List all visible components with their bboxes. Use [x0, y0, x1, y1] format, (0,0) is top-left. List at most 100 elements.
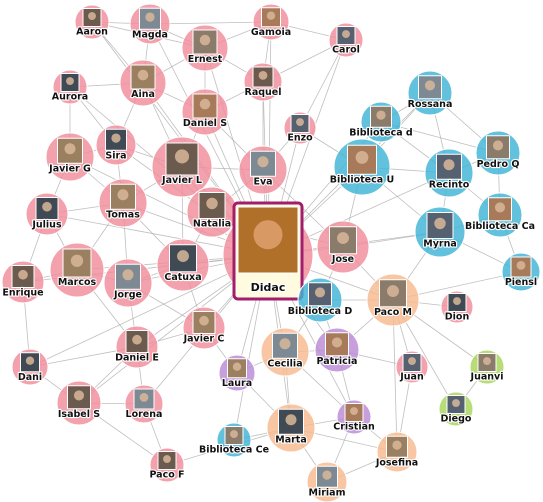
node-diego[interactable]: Diego — [438, 391, 474, 427]
node-label: Cecilia — [267, 358, 302, 369]
node-biblioteca-d-top[interactable]: Biblioteca d — [348, 101, 414, 143]
profile-photo — [426, 212, 454, 239]
photo-face — [342, 30, 350, 39]
node-label: Pedro Q — [477, 159, 520, 170]
node-julius[interactable]: Julius — [25, 192, 69, 236]
node-patricia[interactable]: Patricia — [314, 327, 360, 373]
node-label: Javier C — [183, 334, 225, 345]
node-label: Biblioteca D — [288, 306, 353, 317]
node-label: Enrique — [2, 288, 43, 299]
node-piensl[interactable]: Piensl — [501, 252, 541, 292]
node-aina[interactable]: Aina — [119, 59, 167, 107]
photo-face — [64, 143, 76, 155]
node-daniel-e[interactable]: Daniel E — [114, 325, 160, 369]
node-tomas[interactable]: Tomas — [98, 178, 148, 228]
photo-face — [18, 269, 28, 280]
node-daniel-s[interactable]: Daniel S — [181, 88, 229, 136]
node-label: Miriam — [309, 487, 346, 498]
node-label: Jose — [331, 254, 354, 265]
photo-face — [177, 250, 189, 263]
node-label: Biblioteca U — [330, 174, 394, 185]
node-label: Myrna — [423, 239, 457, 250]
photo-face — [258, 71, 268, 80]
node-aaron[interactable]: Aaron — [74, 4, 110, 40]
photo-face — [387, 285, 399, 298]
node-jorge[interactable]: Jorge — [103, 258, 153, 308]
node-natalia[interactable]: Natalia — [186, 186, 238, 238]
node-rossana[interactable]: Rossana — [407, 70, 453, 116]
photo-face — [253, 220, 283, 250]
node-sira[interactable]: Sira — [95, 124, 137, 166]
photo-face — [257, 156, 269, 168]
node-enrique[interactable]: Enrique — [1, 260, 45, 304]
node-label: Isabel S — [58, 409, 100, 420]
photo-face — [331, 337, 343, 348]
photo-face — [285, 414, 297, 426]
photo-face — [266, 11, 276, 20]
node-label: Daniel E — [115, 353, 159, 364]
node-label: Ernest — [188, 54, 223, 65]
node-marta[interactable]: Marta — [266, 403, 316, 453]
node-paco-m[interactable]: Paco M — [366, 273, 420, 327]
node-didac[interactable]: Didac — [222, 201, 314, 301]
node-miriam[interactable]: Miriam — [306, 461, 348, 502]
photo-face — [424, 80, 436, 91]
node-eva[interactable]: Eva — [238, 145, 288, 195]
node-recinto[interactable]: Recinto — [424, 148, 474, 198]
node-label: Jorge — [113, 289, 142, 300]
node-label: Lorena — [126, 409, 163, 420]
node-dani[interactable]: Dani — [11, 348, 49, 386]
node-label: Paco M — [374, 307, 412, 318]
node-label: Recinto — [429, 179, 470, 190]
photo-face — [337, 232, 349, 245]
node-biblioteca-d[interactable]: Biblioteca D — [287, 277, 353, 323]
node-label: Didac — [251, 281, 286, 294]
node-label: Diego — [441, 414, 472, 425]
photo-face — [492, 140, 504, 151]
node-carol[interactable]: Carol — [328, 22, 364, 58]
photo-face — [199, 34, 211, 46]
node-juan[interactable]: Juan — [395, 350, 429, 384]
node-paco-f[interactable]: Paco F — [148, 447, 186, 483]
node-myrna[interactable]: Myrna — [414, 206, 466, 258]
node-javier-g[interactable]: Javier G — [45, 132, 95, 182]
node-josefina[interactable]: Josefina — [374, 431, 419, 473]
node-label: Patricia — [317, 356, 358, 367]
node-javier-l[interactable]: Javier L — [151, 136, 213, 198]
node-isabel-s[interactable]: Isabel S — [56, 380, 102, 426]
node-cristian[interactable]: Cristian — [332, 399, 376, 435]
node-enzo[interactable]: Enzo — [283, 111, 317, 145]
node-label: Gamoia — [251, 27, 291, 38]
photo-face — [66, 77, 74, 86]
node-label: Biblioteca d — [349, 127, 412, 138]
node-dion[interactable]: Dion — [440, 290, 474, 324]
node-label: Catuxa — [164, 272, 201, 283]
photo-face — [145, 12, 155, 22]
photo-face — [88, 12, 96, 21]
node-jose[interactable]: Jose — [316, 220, 370, 274]
node-biblioteca-ca[interactable]: Biblioteca Ca — [464, 192, 536, 238]
node-label: Enzo — [287, 133, 313, 144]
node-juanvi[interactable]: Juanvi — [468, 349, 505, 385]
photo-face — [483, 357, 491, 366]
node-aurora[interactable]: Aurora — [51, 69, 89, 105]
node-pedro-q[interactable]: Pedro Q — [475, 130, 521, 176]
node-label: Aaron — [76, 27, 108, 38]
node-biblioteca-ce[interactable]: Biblioteca Ce — [198, 422, 270, 458]
node-biblioteca-u[interactable]: Biblioteca U — [329, 138, 395, 196]
node-catuxa[interactable]: Catuxa — [156, 238, 210, 292]
node-gamoia[interactable]: Gamoia — [250, 3, 292, 41]
node-raquel[interactable]: Raquel — [243, 62, 283, 102]
node-marcos[interactable]: Marcos — [49, 242, 105, 298]
node-ernest[interactable]: Ernest — [181, 24, 229, 72]
node-lorena[interactable]: Lorena — [124, 384, 164, 424]
node-laura[interactable]: Laura — [218, 354, 256, 392]
node-cecilia[interactable]: Cecilia — [260, 327, 310, 377]
node-label: Eva — [253, 176, 272, 187]
node-magda[interactable]: Magda — [129, 3, 171, 45]
node-label: Cristian — [333, 422, 375, 433]
node-javier-c[interactable]: Javier C — [181, 306, 226, 350]
photo-face — [516, 261, 526, 270]
photo-face — [230, 430, 238, 439]
